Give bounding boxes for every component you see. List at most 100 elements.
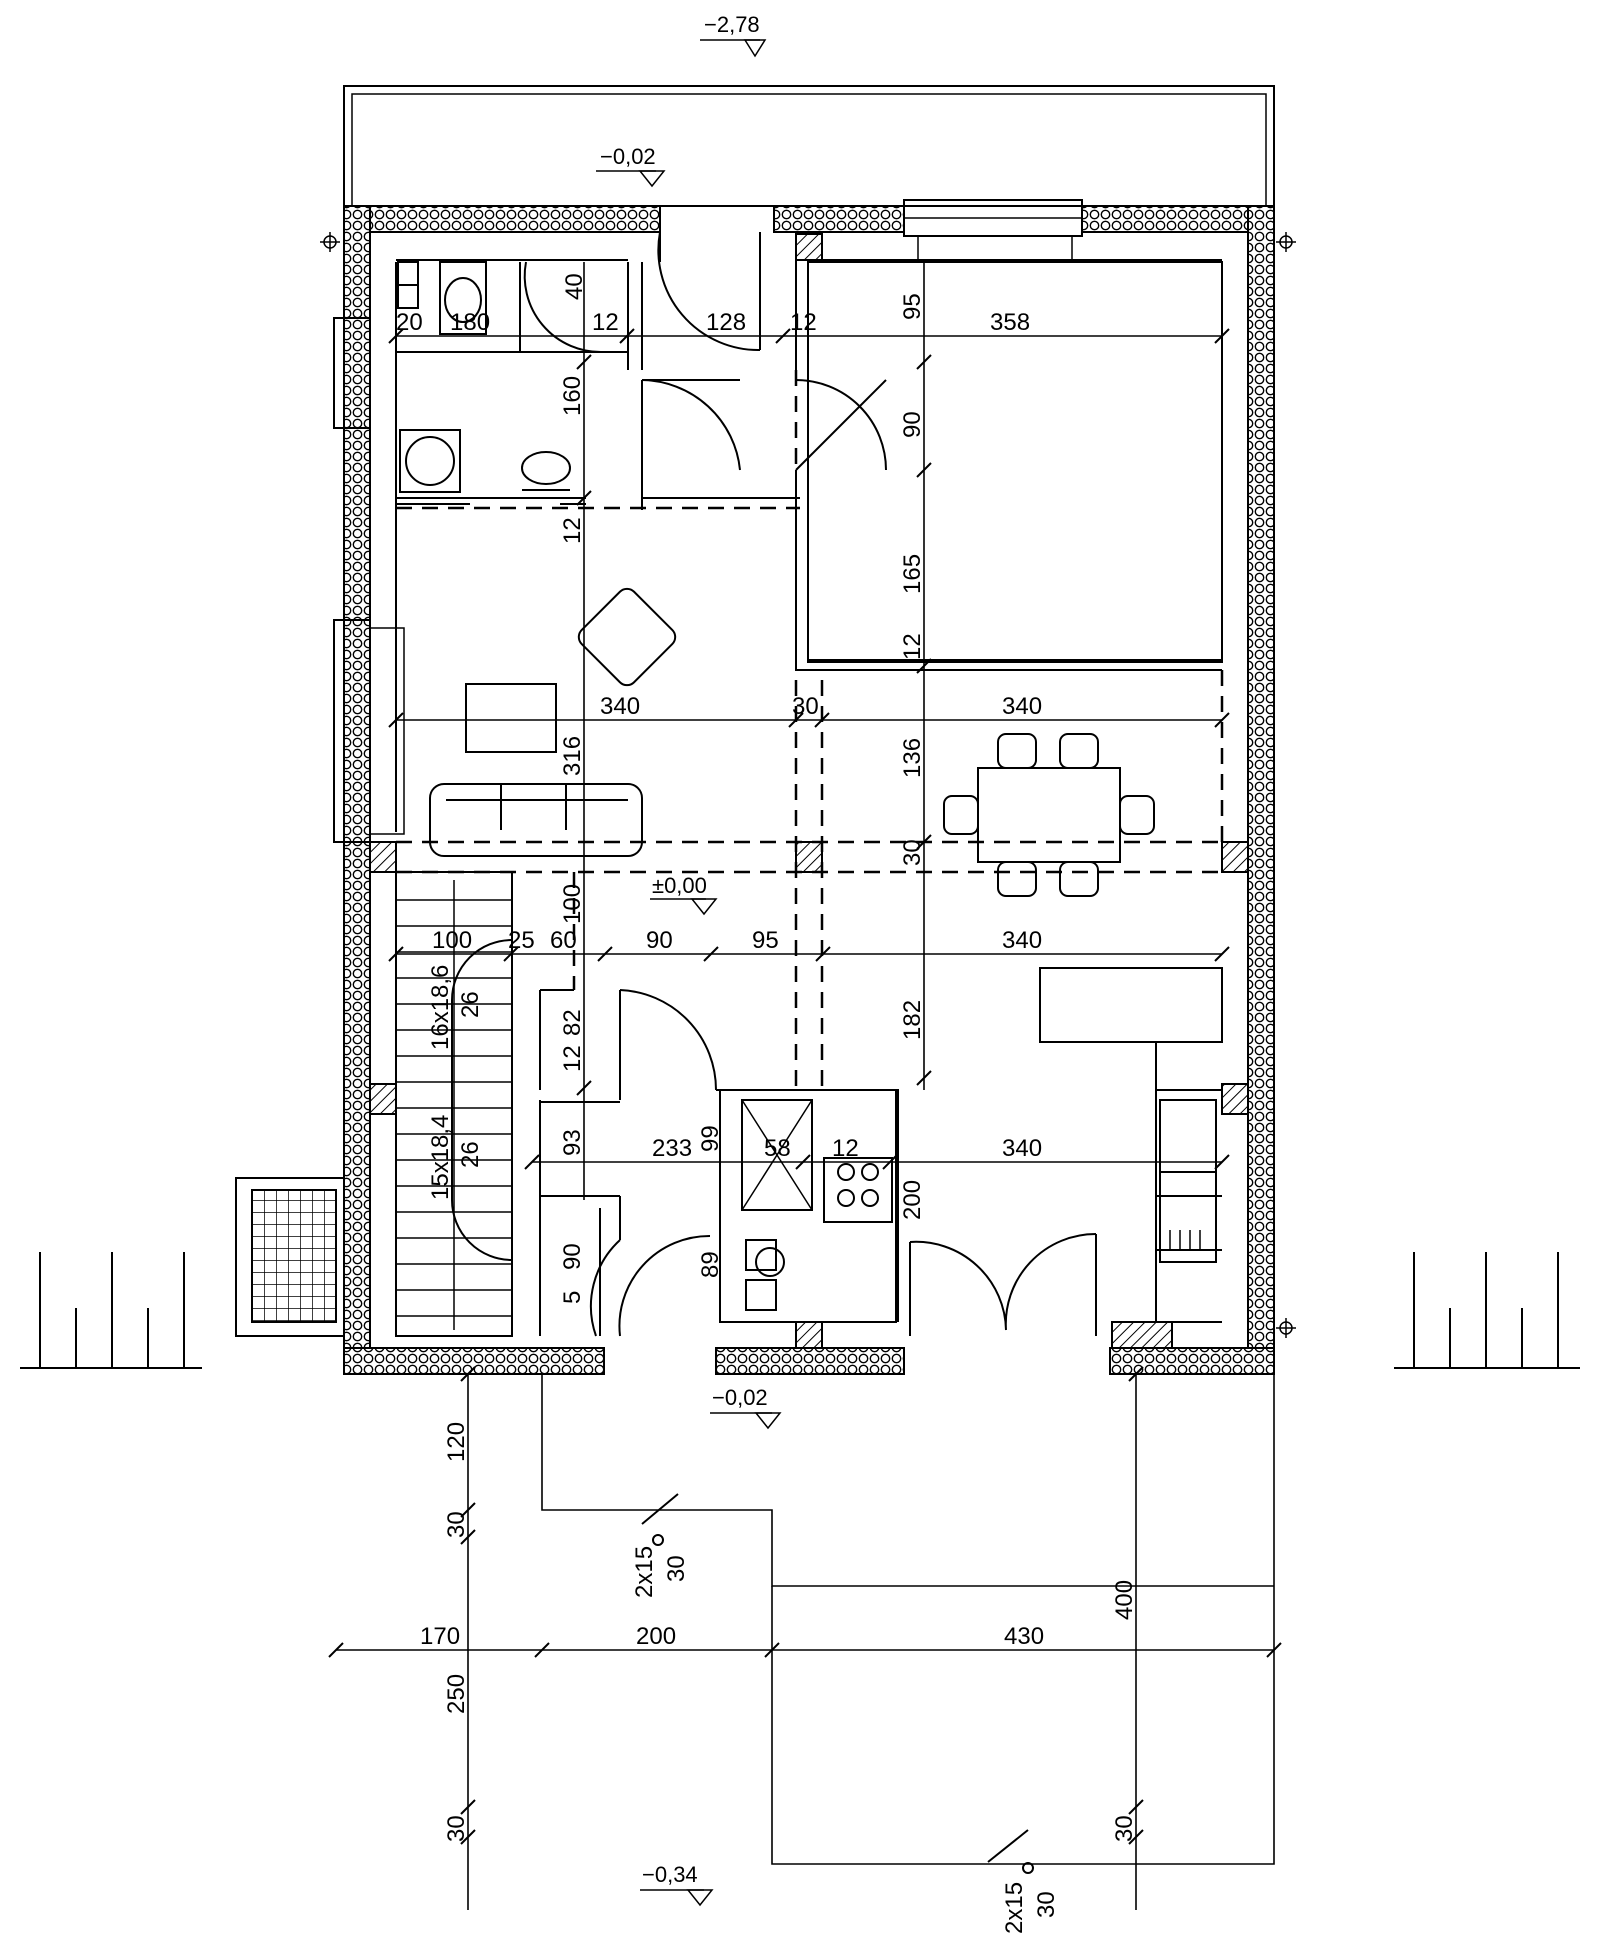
dim-wc-40: 40 [561,273,588,300]
level-label-entry-top: −0,02 [600,144,656,169]
dim-stair-12e: 12 [559,1045,586,1072]
bed-area [807,261,1223,663]
dim-kitchen-182: 182 [899,1000,926,1040]
kitchen-unit-right [1159,1099,1217,1263]
dim-outside-30a: 30 [443,1511,470,1538]
dim-living-30: 30 [792,693,819,720]
sink-bath [521,451,571,491]
dimension-ticks [328,328,1282,1845]
shower [519,262,629,353]
dim-entry-90: 90 [559,1243,586,1270]
dim-bath-160: 160 [559,376,586,416]
dim-wc-180: 180 [450,309,490,336]
dim-stair-26b: 26 [457,1141,484,1168]
dining-table [943,733,1155,897]
level-marker-ground: ±0,00 [650,873,718,916]
dim-stair-95: 95 [752,927,779,954]
door-entry-top [657,231,761,352]
level-label-top: −2,78 [704,12,760,37]
dim-entry-12f: 12 [832,1135,859,1162]
dim-stair-82: 82 [559,1009,586,1036]
dim-bed-90: 90 [899,411,926,438]
level-marker-terrace: −0,34 [640,1862,714,1907]
dim-entry-99: 99 [697,1125,724,1152]
level-label-entry-bottom: −0,02 [712,1385,768,1410]
external-walls [343,205,1275,1375]
axis-markers [320,232,1296,1338]
door-terrace-double [909,1232,1097,1336]
dimension-lines [336,262,1275,1910]
level-label-terrace: −0,34 [642,1862,698,1887]
dim-outside-30b: 30 [443,1815,470,1842]
dim-bed-358: 358 [990,309,1030,336]
dim-entry-58: 58 [764,1135,791,1162]
dim-living-316: 316 [559,736,586,776]
dim-hall-128: 128 [706,309,746,336]
columns [369,233,1249,1349]
dim-bed-95: 95 [899,293,926,320]
coffee-table [465,683,557,753]
landscape-right [1394,1252,1580,1369]
dimension-labels: 20 180 40 12 128 12 160 12 95 358 90 165… [396,273,1138,1934]
landscape-left [20,1252,202,1369]
dim-outside-200: 200 [636,1623,676,1650]
dim-kitchen-340b: 340 [1002,1135,1042,1162]
dim-outside-170: 170 [420,1623,460,1650]
dim-stair-60: 60 [550,927,577,954]
dashed-beams [396,370,1224,1090]
staircase [395,871,513,1337]
dim-kitchen-200: 200 [899,1180,926,1220]
level-label-ground: ±0,00 [652,873,707,898]
dim-stair-16: 16x18,6 [427,965,454,1050]
dim-stair-90: 90 [646,927,673,954]
level-marker-top: −2,78 [700,12,767,58]
dim-dining-136: 136 [899,738,926,778]
dim-step-30a: 30 [663,1555,690,1582]
dim-living-340: 340 [600,693,640,720]
dim-wc-12a: 12 [592,309,619,336]
dim-dining-340: 340 [1002,693,1042,720]
window-top-bedroom [903,199,1083,263]
dim-outside-120: 120 [443,1422,470,1462]
dim-bath-12c: 12 [559,517,586,544]
dim-outside-30c: 30 [1111,1815,1138,1842]
dim-stair-26a: 26 [457,991,484,1018]
dim-entry-5: 5 [559,1291,586,1304]
dim-entry-89: 89 [697,1251,724,1278]
external-step-grid [235,1177,345,1337]
dim-entry-93: 93 [559,1129,586,1156]
level-marker-entry-top: −0,02 [596,144,666,188]
door-entrance [589,1234,711,1337]
roof-overhang [343,85,1275,207]
dim-stair-25: 25 [508,927,535,954]
door-bedroom [795,379,887,471]
washing-machine [399,429,461,493]
step-marker-a [641,1493,679,1546]
armchair [577,587,677,687]
dim-entry-233: 233 [652,1135,692,1162]
dim-dining-30: 30 [899,839,926,866]
kitchen-unit-left [719,1089,897,1323]
level-marker-entry-bottom: −0,02 [710,1385,782,1430]
dim-hall-12b: 12 [790,309,817,336]
dim-bed-165: 165 [899,554,926,594]
door-bath [641,379,741,471]
sofa [429,783,643,857]
dim-outside-250: 250 [443,1674,470,1714]
window-left-bath [333,317,371,429]
dim-stair-100: 100 [432,927,472,954]
dim-stair-100v: 100 [559,884,586,924]
door-stair [619,989,718,1091]
dim-step-2x15b: 2x15 [1001,1882,1028,1934]
dim-wc-20: 20 [396,309,423,336]
dim-step-30b: 30 [1033,1891,1060,1918]
toilet [439,261,487,335]
dim-kitchen-340: 340 [1002,927,1042,954]
boiler [397,261,419,309]
dim-outside-400: 400 [1111,1580,1138,1620]
dim-stair-15: 15x18,4 [427,1115,454,1200]
dim-outside-430: 430 [1004,1623,1044,1650]
dim-bed-12d: 12 [899,633,926,660]
window-left-living [333,619,405,843]
